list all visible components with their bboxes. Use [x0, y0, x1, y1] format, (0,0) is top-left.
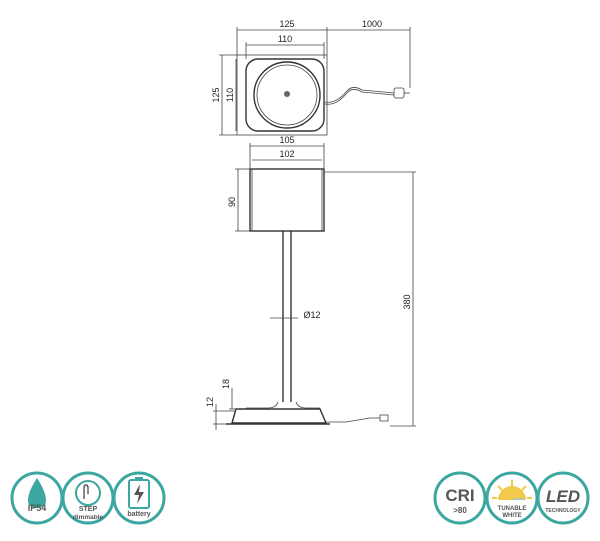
badge-led-label: LED — [546, 487, 580, 506]
top-view-switch — [284, 91, 290, 97]
badge-cri-label: CRI — [445, 486, 474, 505]
badge-battery: battery — [112, 471, 166, 525]
badge-dimmable-label: dimmable — [73, 514, 104, 521]
badge-ip54-label: IP54 — [28, 503, 47, 513]
dim-shade-height: 90 — [227, 197, 237, 207]
top-view-head — [253, 61, 321, 129]
side-view: 105 102 90 380 Ø12 18 12 — [205, 135, 416, 430]
badge-step-label: STEP — [79, 506, 98, 513]
dim-base-height-12: 12 — [205, 397, 215, 407]
dim-cable-length: 1000 — [362, 19, 382, 29]
sun-icon — [492, 480, 532, 500]
dim-shade-outer-width: 105 — [279, 135, 294, 145]
dim-outer-width: 125 — [279, 19, 294, 29]
dim-inner-height: 110 — [225, 88, 235, 102]
badge-cri-sub: >80 — [453, 506, 467, 515]
dim-base-height-18: 18 — [221, 379, 231, 389]
badge-tunable-label: TUNABLE — [498, 506, 527, 512]
usb-connector — [393, 87, 405, 99]
badge-white-label: WHITE — [502, 513, 521, 519]
badge-step-dimmable: STEP dimmable — [61, 471, 115, 525]
hand-touch-icon — [83, 484, 89, 499]
badge-cri: CRI >80 — [433, 471, 487, 525]
dimmer-icon — [75, 480, 101, 506]
dim-shade-inner-width: 102 — [279, 149, 294, 159]
dim-outer-height: 125 — [211, 87, 221, 102]
top-view-body — [245, 58, 325, 132]
badge-battery-label: battery — [127, 511, 150, 518]
top-view: 125 110 1000 125 110 — [211, 19, 411, 136]
lamp-base — [231, 408, 328, 424]
top-view-outer-frame — [236, 54, 328, 136]
badge-ip54: IP54 — [10, 471, 64, 525]
badge-led-sub: TECHNOLOGY — [545, 508, 581, 514]
water-drop-icon — [28, 478, 46, 508]
lightning-icon — [134, 484, 144, 504]
dim-inner-width: 110 — [278, 34, 292, 44]
badge-tunable-white: TUNABLE WHITE — [485, 471, 539, 525]
top-view-cable — [324, 87, 395, 103]
side-view-cable — [326, 417, 380, 423]
lamp-shade — [249, 168, 325, 232]
dim-stem-diameter: Ø12 — [303, 310, 320, 320]
dim-total-height: 380 — [402, 294, 412, 309]
badge-led: LED TECHNOLOGY — [536, 471, 590, 525]
